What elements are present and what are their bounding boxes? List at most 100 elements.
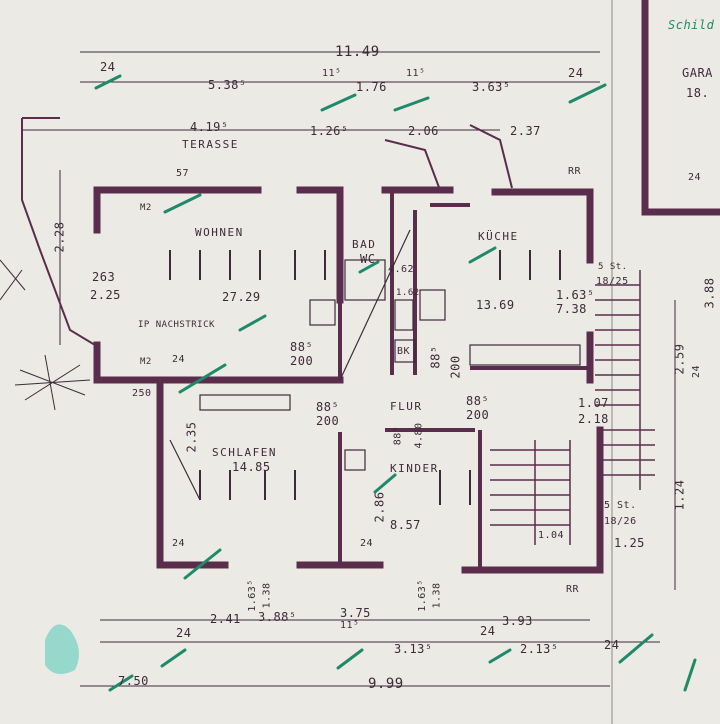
misc-dim: 57 (176, 168, 190, 179)
room-sub-bad: WC (360, 252, 376, 266)
misc-dim: 24 (480, 624, 496, 638)
fixtures (169, 229, 581, 501)
misc-dim: 24 (604, 638, 620, 652)
top-dim: 5.38⁵ (208, 78, 247, 92)
misc-dim: 1.04 (538, 530, 565, 541)
room-area-wohnen: 27.29 (222, 290, 261, 304)
misc-dim: 24 (360, 538, 374, 549)
right-dim: 2.59 (672, 343, 687, 375)
misc-dim: 88⁵ (428, 345, 443, 369)
misc-dim: 2.35 (184, 421, 199, 453)
misc-dim: 1.07 (578, 396, 609, 410)
garage-label: GARA (682, 66, 713, 80)
flur-dim: 88⁵ (466, 394, 490, 408)
misc-dim: 2.18 (578, 412, 609, 426)
stair-treads (490, 270, 655, 545)
misc-dim: 2.13⁵ (520, 642, 559, 656)
terrace-dim: 2.06 (408, 124, 439, 138)
green-check-marks (94, 74, 697, 692)
top-dim: 24 (568, 66, 584, 80)
terrace-dim: 4.19⁵ (190, 120, 229, 134)
room-area-bk: 1.62 (396, 288, 420, 298)
room-area-kueche: 13.69 (476, 298, 515, 312)
misc-dim: 200 (316, 414, 340, 428)
misc-dim: 200 (290, 354, 314, 368)
plant-sketch (0, 259, 91, 411)
overall-bottom-width: 9.99 (368, 676, 404, 692)
terrace-stones-right (469, 124, 513, 189)
top-dim: 1.76 (356, 80, 387, 94)
room-name-flur: FLUR (390, 400, 423, 413)
room-name-kinder: KINDER (390, 462, 439, 475)
terrace-stones (21, 117, 96, 346)
misc-dim: 88⁵ (316, 400, 340, 414)
stair-lower-steps: 5 St. (604, 500, 637, 511)
stair-upper-steps: 5 St. (598, 262, 628, 272)
misc-dim: 1.25 (614, 536, 645, 550)
misc-dim: 3.93 (502, 614, 533, 628)
garage-wall (641, 0, 720, 216)
misc-dim: 2.25 (90, 288, 121, 302)
window-marks (169, 250, 561, 505)
stair-lower-ratio: 18/26 (604, 516, 637, 527)
misc-dim: 1.63⁵ (246, 579, 258, 612)
misc-dim: 3.75 (340, 606, 371, 620)
misc-dim: 24 (688, 172, 702, 183)
misc-dim: 2.41 (210, 612, 241, 626)
right-dim: 3.88 (702, 277, 717, 309)
room-note-wohnen: IP NACHSTRICK (138, 320, 215, 330)
room-name-schlafen: SCHLAFEN (212, 446, 277, 459)
garage-dim: 18. (686, 86, 710, 100)
room-name-bad: BAD (352, 238, 377, 251)
misc-dim: 3.13⁵ (394, 642, 433, 656)
room-name-wohnen: WOHNEN (195, 226, 244, 239)
misc-dim: 1.38 (431, 582, 443, 609)
corner-note: Schild (668, 18, 715, 32)
terrace-dim: 2.37 (510, 124, 541, 138)
top-dim: 11⁵ (322, 68, 342, 79)
top-dim: 24 (100, 60, 116, 74)
misc-dim: 1.63⁵ (416, 579, 428, 612)
room-area-kinder: 8.57 (390, 518, 421, 532)
room-name-bk: BK (397, 346, 411, 357)
misc-dim: 88⁵ (290, 340, 314, 354)
turquoise-stain (45, 624, 79, 674)
stair-upper-ratio: 18/25 (596, 276, 629, 287)
misc-dim: 2.28 (52, 221, 67, 253)
misc-dim: RR (568, 166, 582, 177)
terrace-label: TERASSE (182, 138, 239, 151)
right-dim: 24 (691, 364, 703, 379)
misc-dim: 24 (172, 354, 186, 365)
misc-dim: 24 (176, 626, 192, 640)
misc-dim: RR (566, 584, 580, 595)
room-name-kueche: KÜCHE (478, 230, 519, 243)
kueche-dim: 1.63⁵ (556, 288, 595, 302)
dimension-lines (22, 51, 676, 687)
kueche-dim: 7.38 (556, 302, 587, 316)
misc-dim: 24 (172, 538, 186, 549)
room-area-bad: 4.62 (388, 264, 415, 275)
misc-dim: 2.86 (372, 491, 387, 523)
misc-dim: 200 (448, 355, 463, 379)
top-dim: 3.63⁵ (472, 80, 511, 94)
room-area-schlafen: 14.85 (232, 460, 271, 474)
chimney-stones (384, 139, 441, 191)
top-dim: 11⁵ (406, 68, 426, 79)
misc-dim: 1.38 (261, 582, 273, 609)
misc-dim: 88⁵ (392, 425, 404, 446)
misc-dim: 11⁵ (340, 620, 360, 631)
misc-dim: M2 (140, 357, 152, 367)
misc-dim: 3.88⁵ (258, 610, 297, 624)
misc-dim: 4.80 (413, 422, 425, 449)
terrace-dim: 1.26⁵ (310, 124, 349, 138)
misc-dim: 263 (92, 270, 116, 284)
overall-top-width: 11.49 (335, 44, 380, 60)
misc-dim: M2 (140, 203, 152, 213)
misc-dim: 250 (132, 388, 152, 399)
flur-dim: 200 (466, 408, 490, 422)
bottom-left-dim: 7.50 (118, 674, 149, 688)
exterior-walls (93, 186, 604, 574)
right-dim: 1.24 (672, 479, 687, 511)
